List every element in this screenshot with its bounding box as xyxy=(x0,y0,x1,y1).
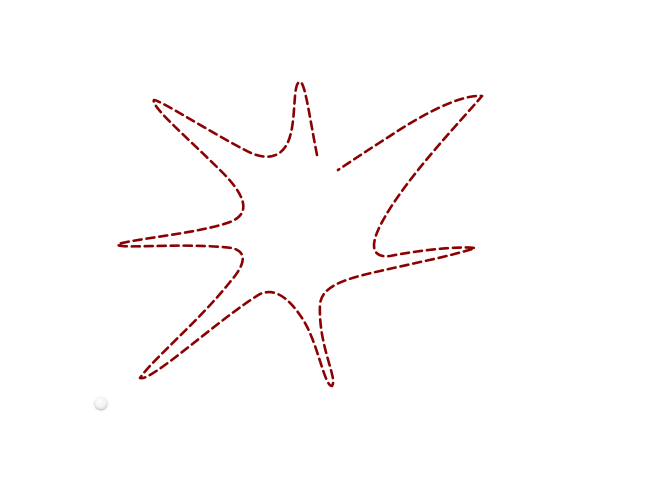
dashed-star-outline[interactable] xyxy=(116,80,484,388)
drag-handle-icon[interactable] xyxy=(95,397,107,409)
